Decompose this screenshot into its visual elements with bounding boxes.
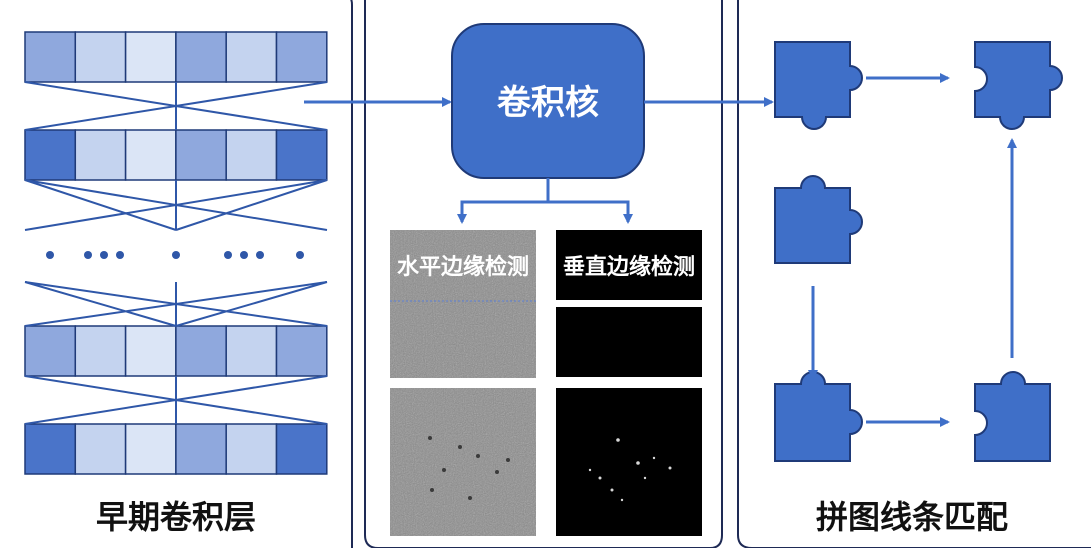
layer-4-cell-4 [175, 423, 227, 475]
layer-2-cell-5 [225, 129, 278, 181]
puzzle-piece-bottom-left [774, 371, 863, 462]
layer-1-cell-3 [124, 31, 177, 83]
layer-3-cell-1 [24, 325, 77, 377]
layer-3-cell-3 [124, 325, 177, 377]
layer-3-cell-2 [74, 325, 127, 377]
layer-1-cell-6 [275, 31, 328, 83]
horizontal-edge-tiles: 水平边缘检测 [390, 230, 536, 536]
layer-2-cell-2 [74, 129, 127, 181]
right-caption: 拼图线条匹配 [816, 498, 1008, 536]
layer-2-cell-6 [275, 129, 328, 181]
layer-3-cell-5 [225, 325, 278, 377]
layer-1-cell-1 [24, 31, 77, 83]
layer-2-cell-3 [124, 129, 177, 181]
layer-4-cell-1 [24, 423, 77, 475]
layer-4-cell-5 [225, 423, 278, 475]
branch-arrows [457, 178, 633, 224]
horizontal-label: 水平边缘检测 [397, 254, 529, 280]
layer-4-cell-2 [74, 423, 127, 475]
layer-1-cell-4 [175, 31, 227, 83]
layer-connections [24, 81, 328, 425]
layer-3-cell-6 [275, 325, 328, 377]
kernel-box: 卷积核 [451, 23, 645, 179]
puzzle-piece-bottom-right [974, 371, 1051, 462]
layer-4-cell-3 [124, 423, 177, 475]
puzzle-piece-top-right [974, 41, 1063, 130]
layer-4-cell-6 [275, 423, 328, 475]
noise-speckles [428, 436, 510, 500]
puzzle-piece-middle-left [774, 175, 863, 264]
layer-2-cell-1 [24, 129, 77, 181]
puzzle-arrows [808, 73, 1017, 427]
left-panel-frame [350, 0, 353, 548]
vertical-label: 垂直边缘检测 [563, 254, 695, 280]
vertical-edge-tiles: 垂直边缘检测 [556, 230, 702, 536]
early-conv-layers [24, 31, 328, 475]
puzzle-piece-top-left [774, 41, 863, 130]
puzzle-pieces [774, 41, 1063, 462]
kernel-label: 卷积核 [497, 83, 599, 123]
middle-panel-frame [364, 0, 723, 548]
layer-2-cell-4 [175, 129, 227, 181]
left-caption: 早期卷积层 [96, 498, 256, 536]
edge-sparkles [588, 438, 672, 502]
layer-3-cell-4 [175, 325, 227, 377]
ellipsis-dots [46, 251, 304, 259]
layer-1-cell-5 [225, 31, 278, 83]
layer-1-cell-2 [74, 31, 127, 83]
